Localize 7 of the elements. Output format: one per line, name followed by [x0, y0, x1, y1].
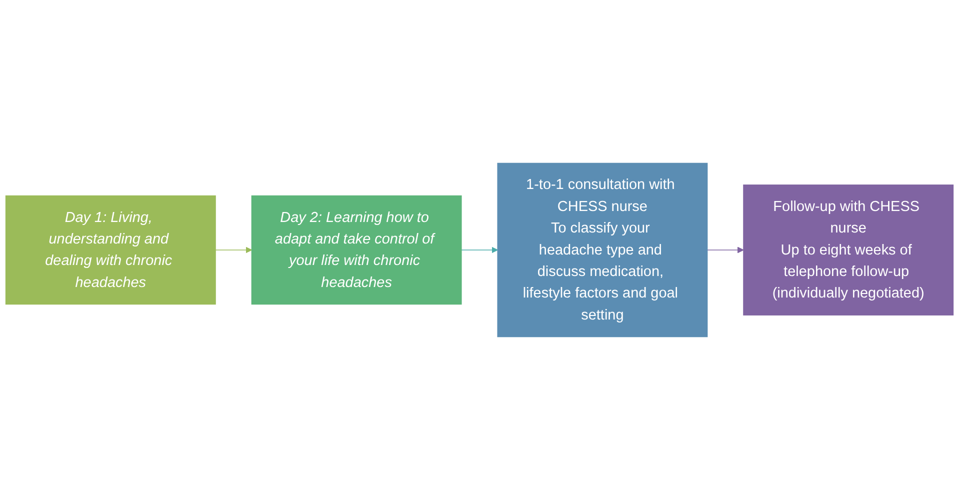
arrow [215, 246, 252, 254]
node-box: 1-to-1 consultation with CHESS nurse To classify your headache type and discuss medication, lifestyle factors and goal setting [497, 162, 708, 338]
arrow [461, 246, 498, 254]
node-box: Follow-up with CHESS nurse Up to eight weeks of telephone follow-up (individually negotiated) [743, 184, 954, 316]
arrow [706, 246, 744, 254]
node-box: Day 2: Learning how to adapt and take control of your life with chronic headaches [251, 195, 462, 305]
node-box: Day 1: Living, understanding and dealing with chronic headaches [5, 195, 216, 305]
